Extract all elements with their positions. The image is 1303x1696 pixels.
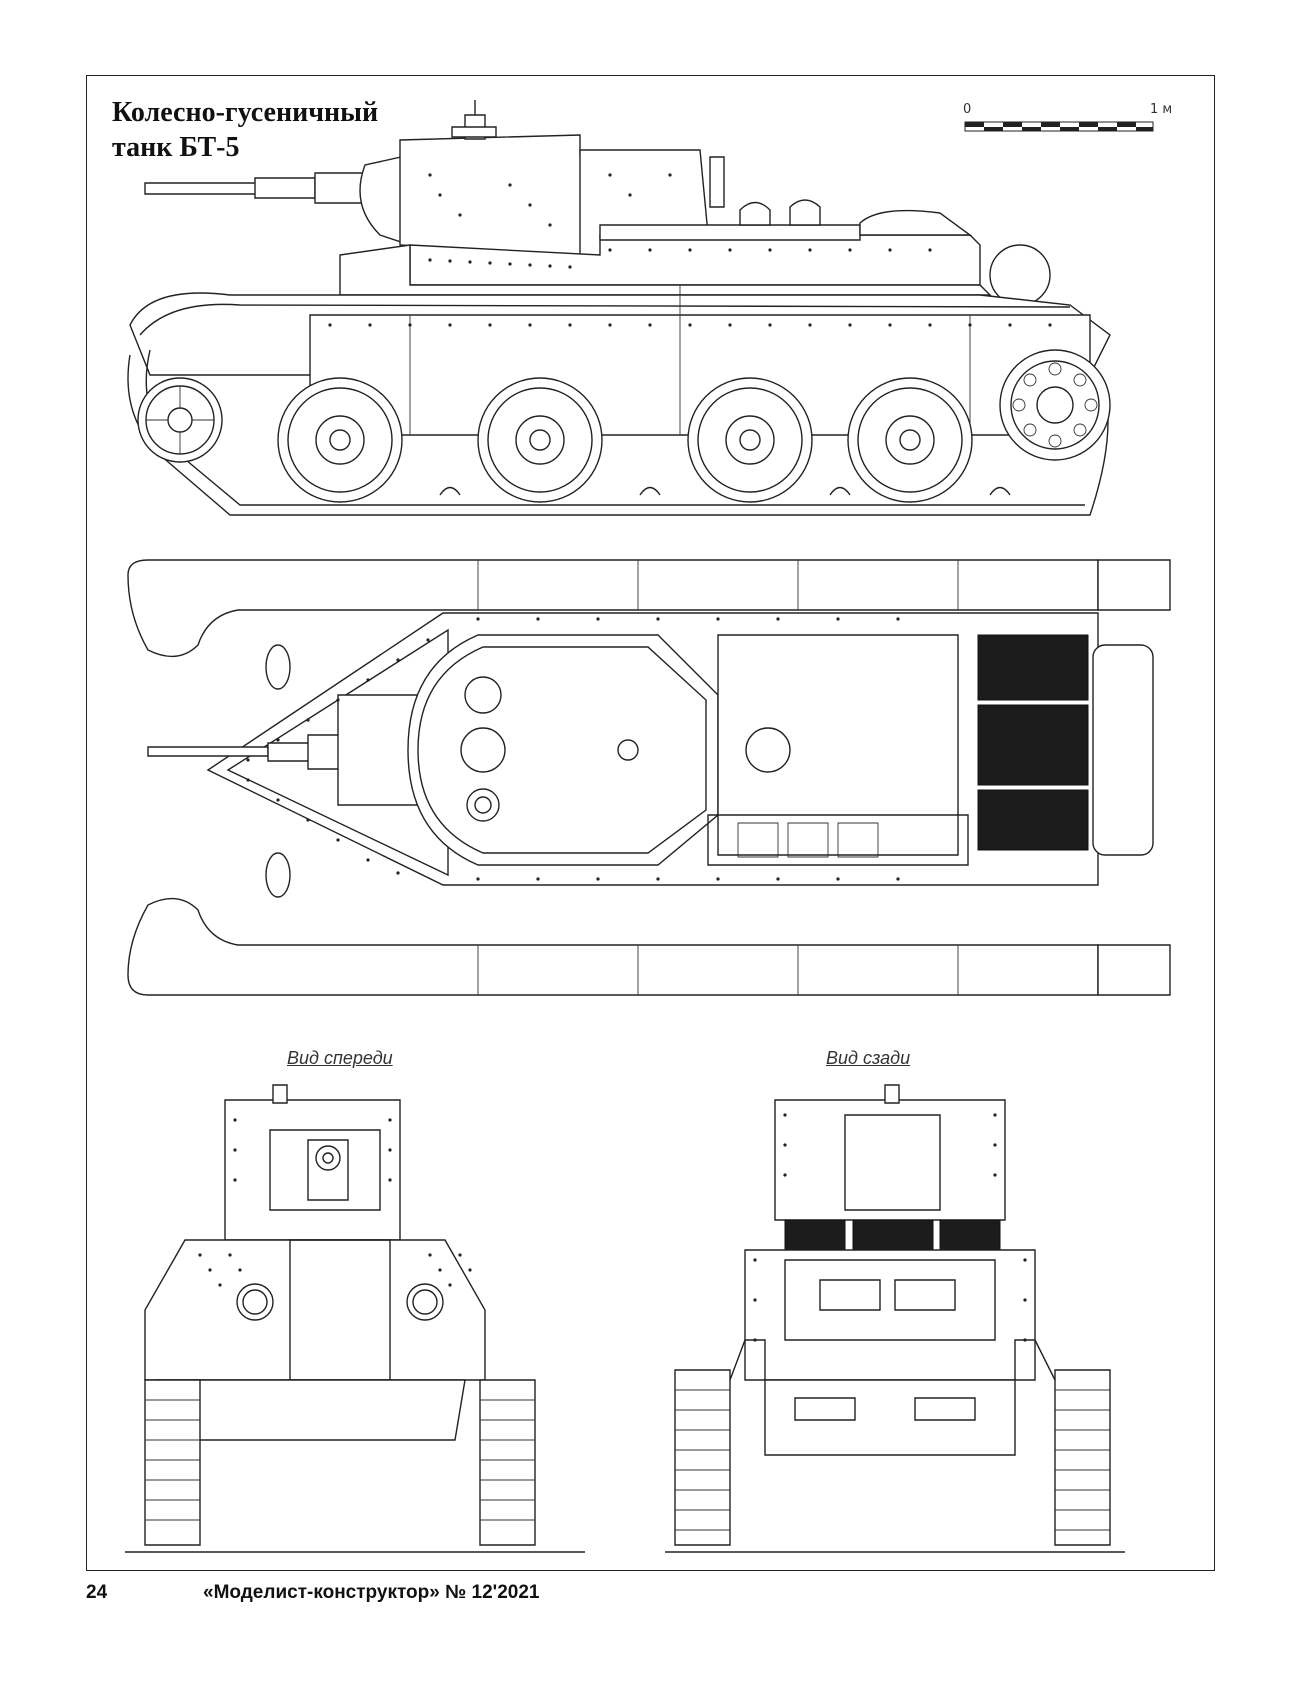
magazine-footer: «Моделист-конструктор» № 12'2021	[203, 1582, 540, 1603]
drawing-frame	[86, 75, 1215, 1571]
top-view-drawing	[118, 555, 1190, 1005]
scale-start-label: 0	[963, 102, 972, 117]
rear-view-drawing	[665, 1080, 1135, 1565]
drawing-title: Колесно-гусеничный танк БТ-5	[112, 95, 378, 165]
scale-bar	[960, 118, 1160, 136]
title-line-2: танк БТ-5	[112, 132, 240, 163]
front-view-drawing	[125, 1080, 595, 1565]
side-view-drawing	[110, 95, 1190, 555]
rear-view-caption: Вид сзади	[826, 1048, 911, 1068]
title-line-1: Колесно-гусеничный	[112, 97, 379, 128]
front-view-caption: Вид спереди	[287, 1048, 393, 1068]
scale-end-label: 1 м	[1150, 102, 1173, 117]
page-number: 24	[86, 1582, 108, 1603]
